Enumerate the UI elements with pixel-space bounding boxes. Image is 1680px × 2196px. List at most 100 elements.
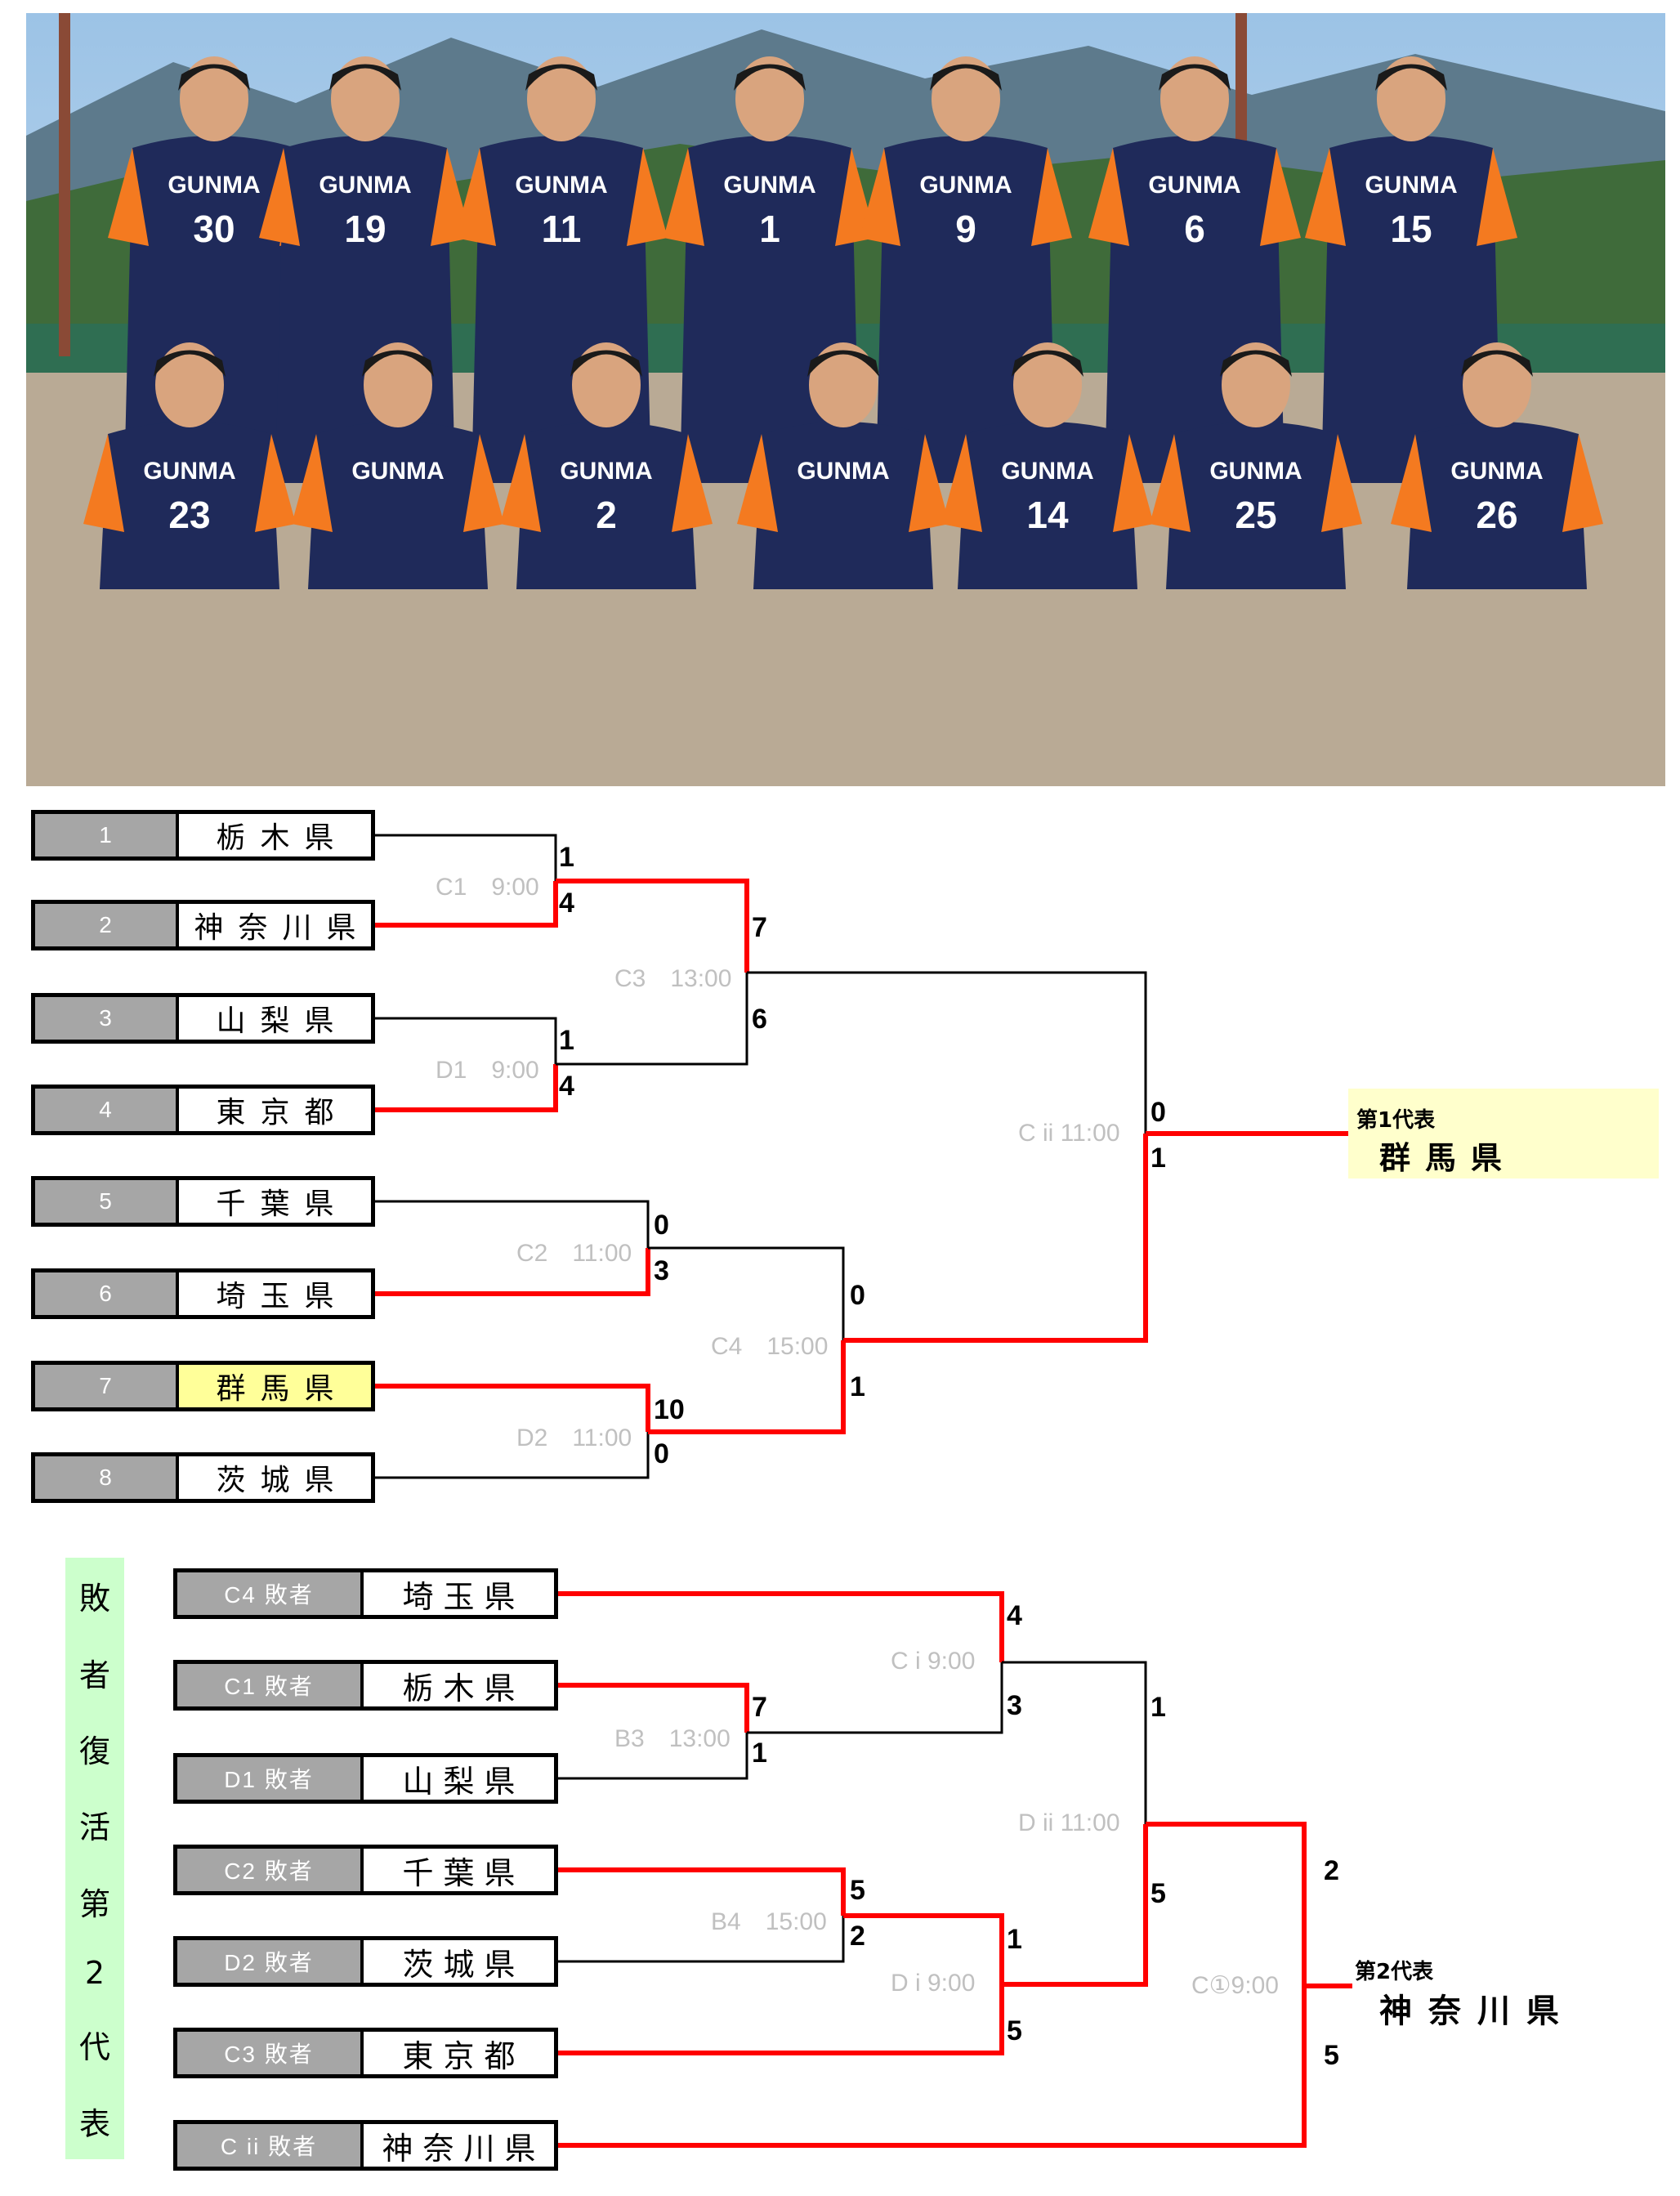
repechage-team-box: D2 敗者茨城県: [173, 1936, 558, 1987]
match-score: 3: [1007, 1690, 1022, 1721]
line-rep-d2: [554, 1916, 845, 1963]
line-r2-m2-top: [648, 1246, 845, 1340]
side-title-char: 第: [78, 1885, 110, 1922]
match-score: 5: [1151, 1878, 1166, 1909]
svg-text:GUNMA: GUNMA: [1148, 172, 1240, 199]
svg-text:6: 6: [1184, 208, 1205, 250]
side-title-char: 復: [78, 1733, 110, 1769]
match-score: 6: [752, 1004, 767, 1035]
team-name: 茨城県: [216, 1464, 349, 1497]
repechage-team-box: C3 敗者 東京都: [173, 2028, 558, 2078]
match-score: 4: [559, 1071, 574, 1102]
svg-text:GUNMA: GUNMA: [319, 172, 411, 199]
match-score: 1: [850, 1371, 865, 1402]
line-r1-m4-top: [371, 1384, 650, 1432]
line-final-bottom: [843, 1134, 1148, 1343]
team-name: 埼玉県: [216, 1280, 349, 1313]
team-box: 5 千葉県: [31, 1176, 375, 1227]
side-title-char: 代: [78, 2029, 110, 2066]
line-rep-d1: [554, 1733, 748, 1780]
repechage-team-box: C2 敗者千葉県: [173, 1845, 558, 1895]
match-score: 1: [1151, 1143, 1166, 1174]
line-rep-b3: [747, 1662, 1003, 1734]
match-score: 2: [1324, 1855, 1339, 1886]
svg-text:GUNMA: GUNMA: [515, 172, 607, 199]
match-score: 7: [752, 912, 767, 943]
second-representative: 第2代表 神奈川県: [1355, 1955, 1657, 2037]
loser-source: C ii 敗者: [177, 2124, 364, 2167]
match-score: 1: [1007, 1924, 1022, 1955]
svg-text:GUNMA: GUNMA: [919, 172, 1012, 199]
svg-text:GUNMA: GUNMA: [1209, 458, 1302, 485]
match-label: C i 9:00: [891, 1648, 976, 1675]
svg-text:2: 2: [596, 494, 617, 536]
match-label: C4 15:00: [711, 1333, 829, 1360]
line-r1-m2-bottom: [371, 1064, 558, 1112]
match-score: 10: [654, 1394, 685, 1425]
side-title-char: 表: [78, 2105, 110, 2142]
seed-number: 8: [35, 1456, 179, 1499]
side-title-char: 敗: [78, 1581, 110, 1617]
match-label: B4 15:00: [711, 1908, 827, 1935]
match-score: 7: [752, 1692, 767, 1723]
line-rep-c3: [554, 1984, 1004, 2055]
second-representative-label: 第2代表: [1355, 1960, 1434, 1984]
team-name: 千葉県: [216, 1187, 349, 1221]
match-label: B3 13:00: [614, 1725, 731, 1752]
team-box: 6 埼玉県: [31, 1268, 375, 1319]
match-label: C1 9:00: [436, 874, 539, 901]
team-name: 栃木県: [402, 1670, 525, 1706]
team-photo-illustration: GUNMA30GUNMA19GUNMA11GUNMA1GUNMA9GUNMA6G…: [26, 13, 1665, 786]
match-score: 0: [654, 1210, 669, 1241]
team-name: 群馬県: [179, 1365, 371, 1407]
line-r1-m3-bottom: [371, 1248, 650, 1296]
player-front-4: GUNMA: [737, 342, 949, 589]
line-rep-b4: [843, 1913, 1004, 1984]
seed-number: 6: [35, 1272, 179, 1315]
match-score: 4: [1007, 1600, 1022, 1631]
first-representative-name: 群馬県: [1379, 1140, 1517, 1176]
team-name: 山梨県: [402, 1763, 525, 1800]
match-score: 3: [654, 1255, 669, 1286]
svg-text:14: 14: [1026, 494, 1069, 536]
svg-text:30: 30: [193, 208, 235, 250]
line-r2-m2-bottom: [648, 1340, 846, 1434]
seed-number: 3: [35, 997, 179, 1040]
match-label: D2 11:00: [516, 1424, 632, 1451]
match-score: 2: [850, 1921, 865, 1952]
player-back-5: GUNMA 9: [860, 56, 1072, 483]
team-name: 茨城県: [402, 1946, 525, 1983]
team-name: 東京都: [216, 1096, 349, 1129]
svg-text:19: 19: [344, 208, 386, 250]
team-name: 栃木県: [216, 821, 349, 855]
seed-number: 1: [35, 814, 179, 856]
svg-text:GUNMA: GUNMA: [1001, 458, 1093, 485]
side-title-char: 者: [78, 1657, 110, 1693]
team-name: 埼玉県: [402, 1578, 525, 1615]
svg-text:9: 9: [955, 208, 976, 250]
repechage-team-box: C1 敗者栃木県: [173, 1660, 558, 1711]
first-representative: 第1代表 群馬県: [1348, 1089, 1659, 1179]
svg-text:GUNMA: GUNMA: [723, 172, 815, 199]
match-label: D1 9:00: [436, 1057, 539, 1084]
svg-text:23: 23: [168, 494, 210, 536]
second-representative-name: 神奈川県: [1379, 1993, 1575, 2030]
loser-source: C3 敗者: [177, 2032, 364, 2074]
match-label: D i 9:00: [891, 1970, 976, 1997]
first-representative-label: 第1代表: [1356, 1108, 1436, 1133]
svg-text:26: 26: [1476, 494, 1517, 536]
line-rep-c4: [554, 1591, 1004, 1662]
seed-number: 5: [35, 1180, 179, 1223]
line-rep-c1: [554, 1683, 749, 1733]
match-score: 0: [1151, 1097, 1166, 1128]
team-name: 東京都: [402, 2037, 525, 2074]
match-label: C ii 11:00: [1018, 1120, 1120, 1147]
